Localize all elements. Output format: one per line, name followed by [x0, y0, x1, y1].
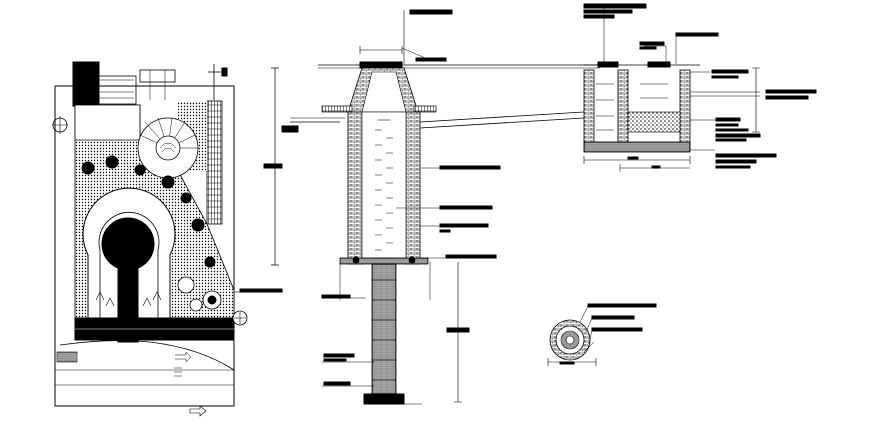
dimension-vertical — [263, 67, 283, 266]
inlet-pipe — [419, 111, 585, 129]
radial-paving — [137, 117, 199, 179]
site-plan — [52, 61, 283, 417]
tree-symbol-icon — [177, 276, 248, 326]
north-arrow-icon — [52, 116, 68, 134]
cover-slab — [359, 61, 403, 69]
soak-pit-section — [281, 9, 600, 405]
pit-wall-right — [405, 111, 421, 265]
entry-arrow-icon — [189, 405, 207, 417]
site-boundary — [54, 85, 235, 407]
shrub-row — [81, 155, 216, 268]
soak-pit-plan — [547, 303, 657, 366]
building-block — [72, 61, 100, 107]
building-annex — [98, 75, 137, 105]
settling-tank — [583, 3, 817, 172]
filter-media — [627, 111, 681, 133]
boundary-wall-hatch — [206, 100, 223, 225]
tank-base — [583, 141, 691, 153]
pit-wall-left — [347, 111, 363, 265]
access-road — [59, 340, 235, 371]
pit-chamber — [361, 111, 407, 259]
